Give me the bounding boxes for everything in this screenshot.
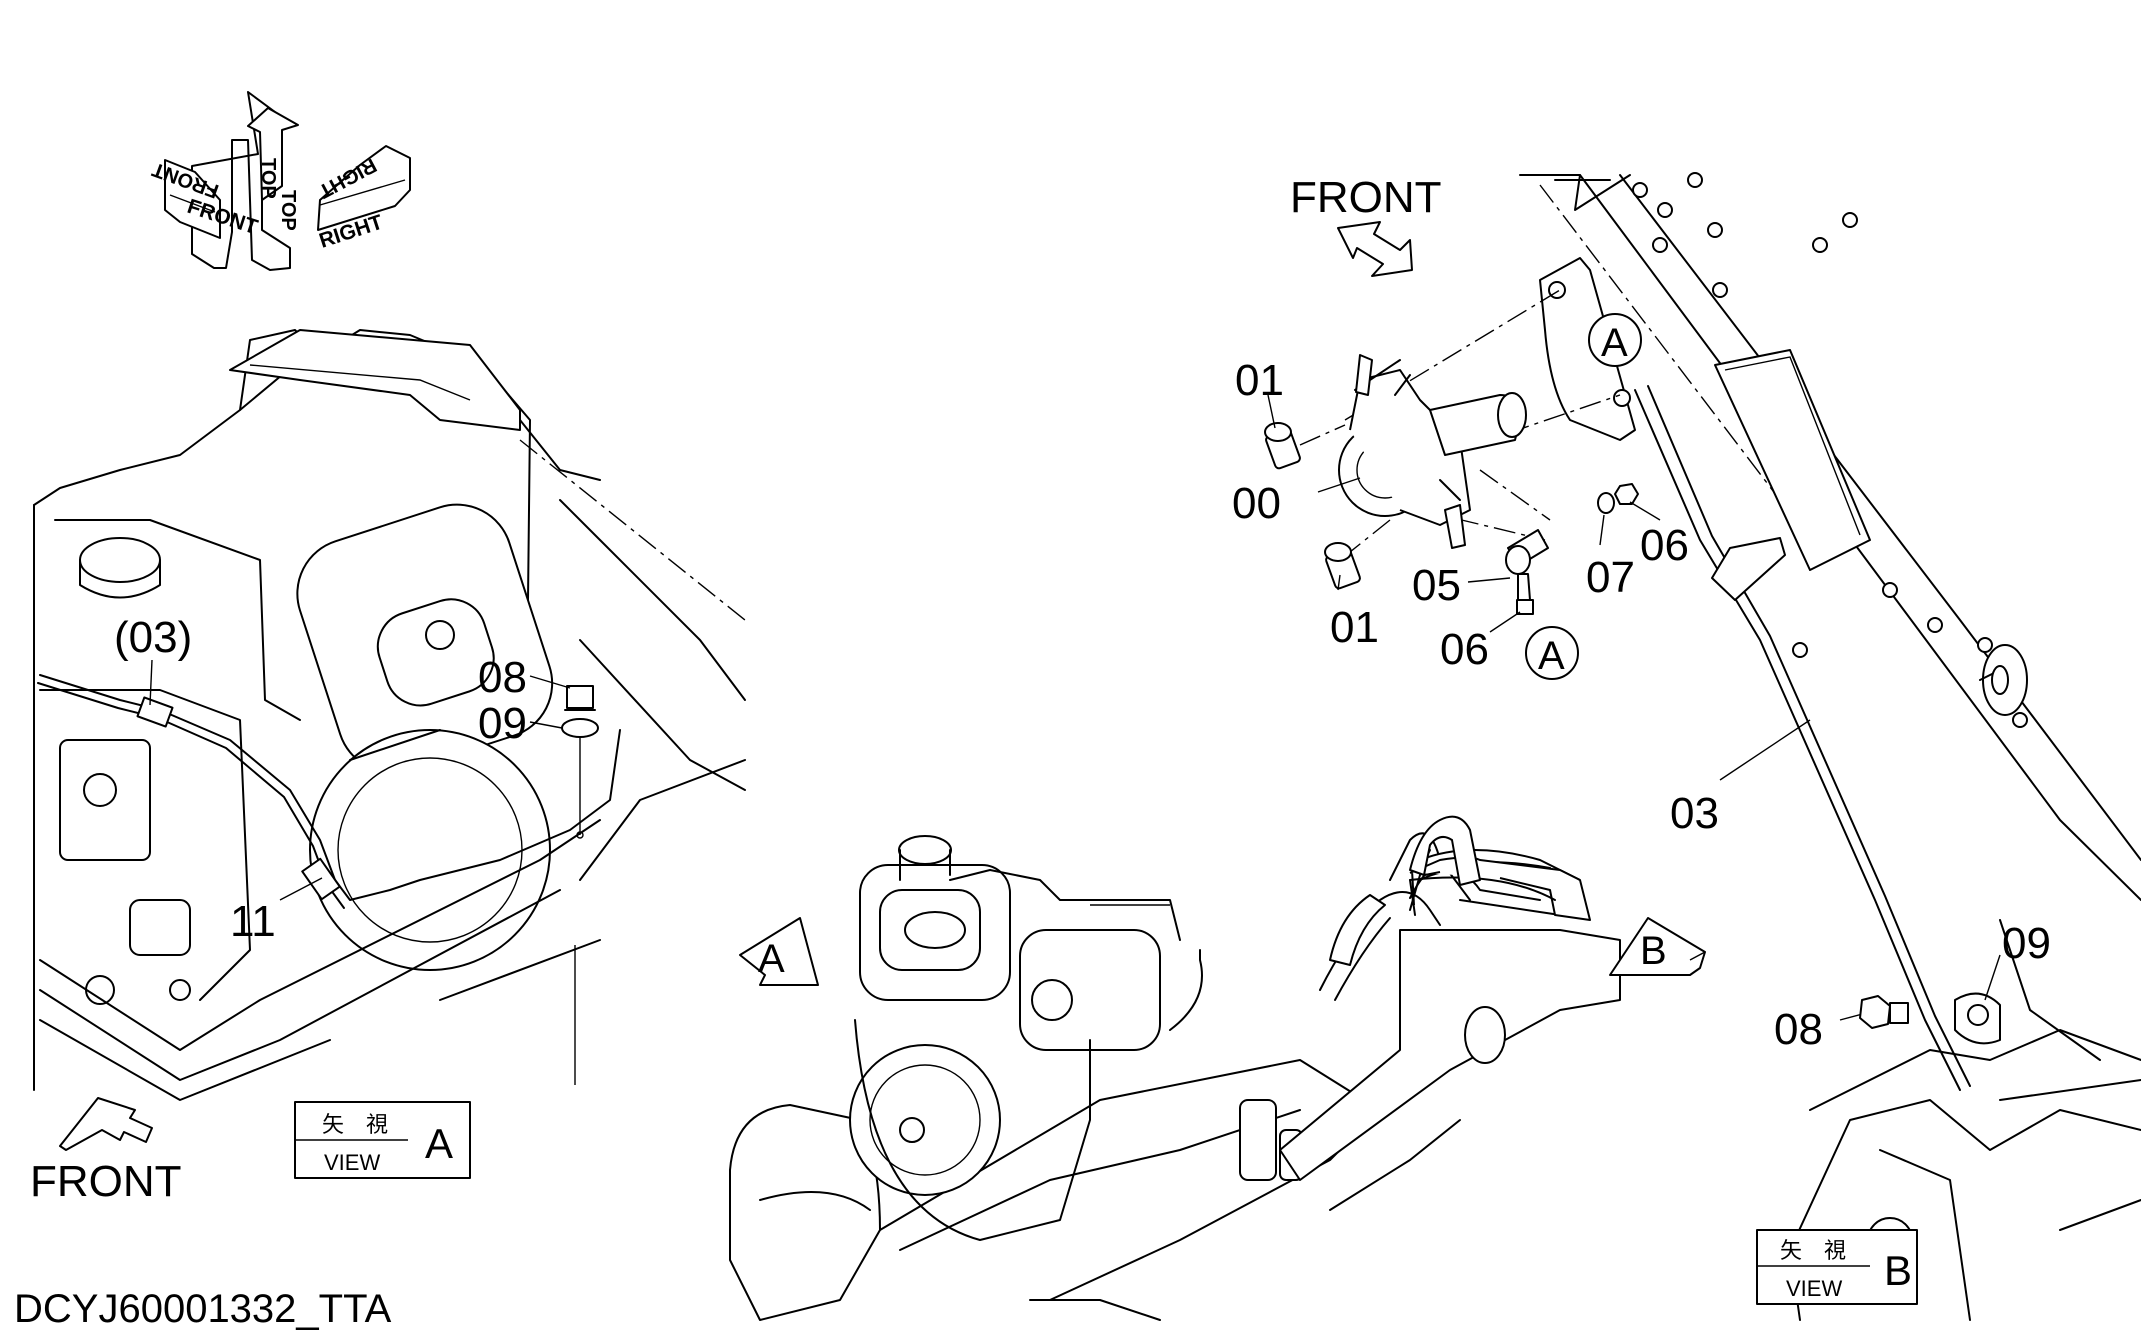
view-a-leaders bbox=[149, 659, 571, 901]
arm-mount-holes bbox=[1632, 172, 2028, 728]
view-a-caption-box: 矢 視 VIEW A bbox=[294, 1101, 471, 1179]
view-b-leaders bbox=[1267, 394, 2001, 1021]
view-marker-a-letter: A bbox=[758, 937, 785, 981]
front-direction-arrow-icon-left bbox=[59, 1097, 153, 1151]
view-a-kanji: 矢 視 bbox=[322, 1112, 388, 1137]
throttle-lever-assembly bbox=[1264, 289, 1639, 615]
front-label-left: FRONT bbox=[30, 1157, 182, 1206]
bolt-08-right bbox=[1859, 995, 1909, 1029]
circle-a-top-letter: A bbox=[1601, 321, 1628, 365]
callout-01-bottom-view-b: 01 bbox=[1330, 603, 1379, 652]
circle-a-top: A bbox=[1588, 313, 1642, 367]
callout-06-right-view-b: 06 bbox=[1640, 521, 1689, 570]
callout-05-view-b: 05 bbox=[1412, 561, 1461, 610]
drawing-id: DCYJ60001332_TTA bbox=[14, 1287, 392, 1331]
circle-a-bottom: A bbox=[1525, 626, 1579, 680]
view-b-caption: VIEW bbox=[1786, 1276, 1842, 1301]
circle-a-bottom-letter: A bbox=[1538, 634, 1565, 678]
callout-01-top-view-b: 01 bbox=[1235, 356, 1284, 405]
view-b-handle-frame-drawing bbox=[1519, 172, 2141, 1321]
view-marker-a-arrow-icon bbox=[739, 917, 819, 986]
view-a-letter: A bbox=[425, 1120, 453, 1167]
orientation-label-top-2: TOP bbox=[257, 158, 279, 199]
callout-11-view-a: 11 bbox=[230, 897, 276, 946]
view-b-caption-box: 矢 視 VIEW B bbox=[1756, 1229, 1918, 1305]
front-direction-arrow-icon-right bbox=[1337, 221, 1413, 277]
view-a-caption: VIEW bbox=[324, 1150, 380, 1175]
front-label-right: FRONT bbox=[1290, 173, 1442, 222]
callout-06-bottom-view-b: 06 bbox=[1440, 625, 1489, 674]
callout-03-view-a: (03) bbox=[114, 613, 192, 662]
view-b-kanji: 矢 視 bbox=[1780, 1238, 1846, 1263]
view-marker-b-arrow-icon bbox=[1609, 917, 1706, 976]
callout-00-view-b: 00 bbox=[1232, 479, 1281, 528]
orientation-label-top-1: TOP bbox=[277, 190, 299, 231]
view-a-engine-drawing bbox=[33, 329, 746, 1101]
view-marker-b-letter: B bbox=[1640, 929, 1667, 973]
view-b-letter: B bbox=[1884, 1247, 1912, 1294]
callout-08-view-a: 08 bbox=[478, 653, 527, 702]
callout-09-view-b: 09 bbox=[2002, 919, 2051, 968]
callout-08-view-b: 08 bbox=[1774, 1005, 1823, 1054]
callout-09-view-a: 09 bbox=[478, 699, 527, 748]
orientation-3d-arrow-icon: TOP RIGHT FRONT TOP FRONT RIGHT bbox=[149, 91, 411, 271]
center-handle-tubes bbox=[1329, 815, 1481, 966]
center-machine-drawing bbox=[729, 832, 1621, 1321]
callout-07-view-b: 07 bbox=[1586, 553, 1635, 602]
callout-03-view-b: 03 bbox=[1670, 789, 1719, 838]
